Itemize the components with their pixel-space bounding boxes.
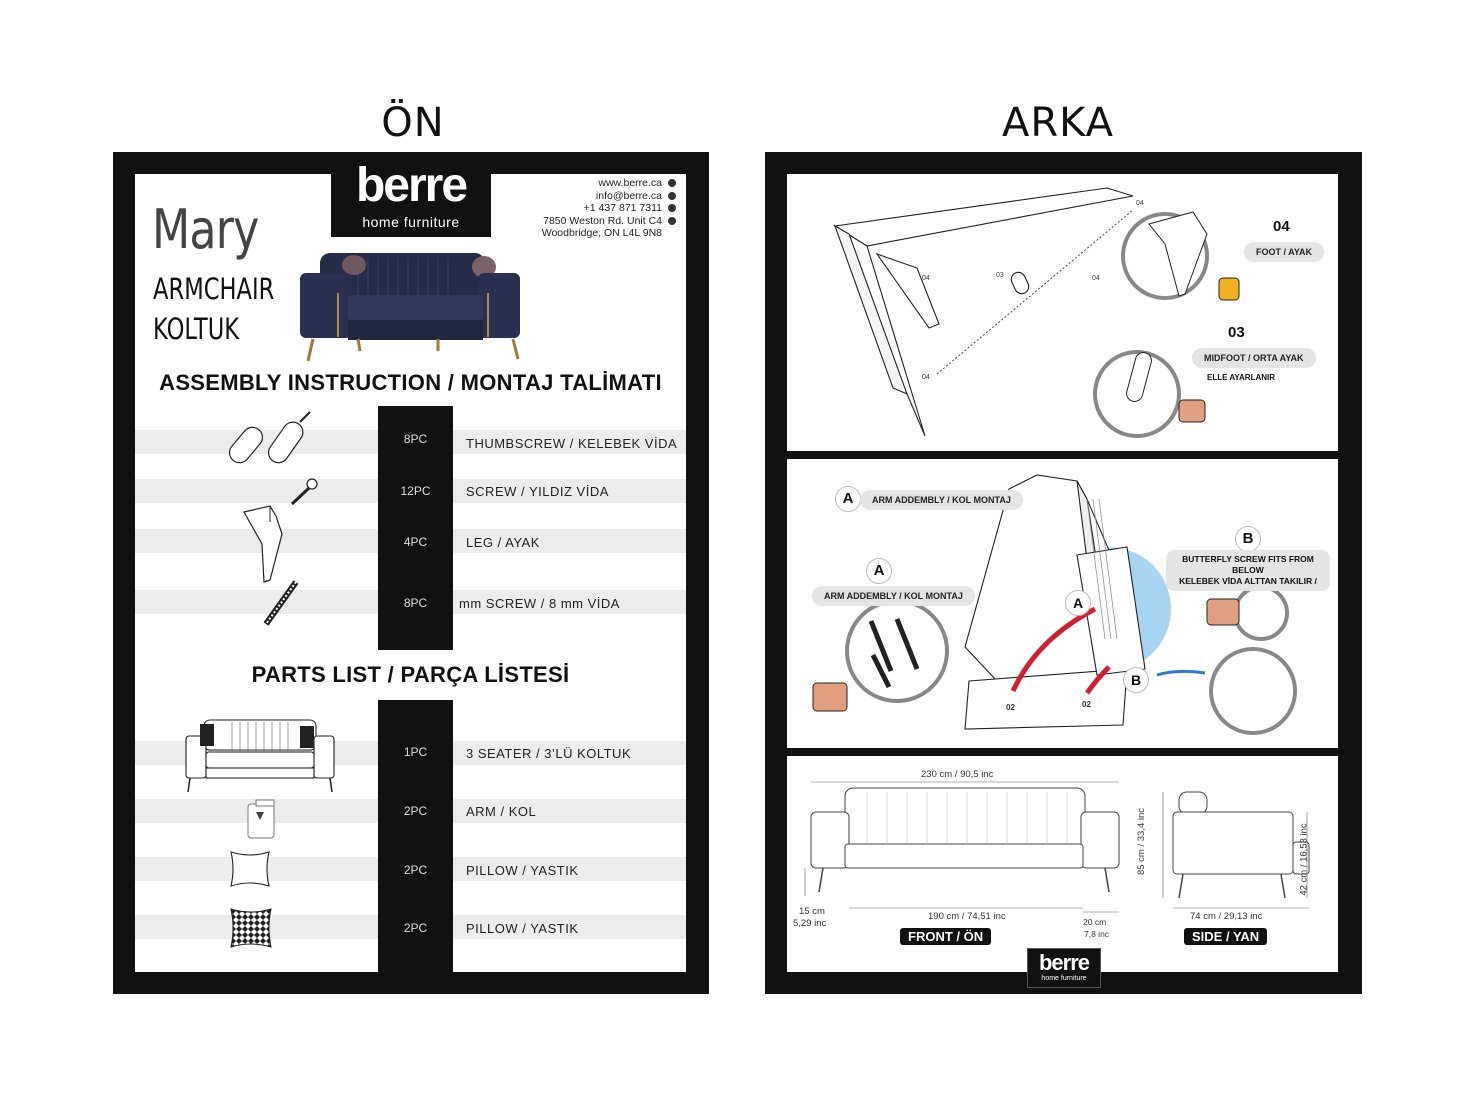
dimension-diagram [804,781,1310,968]
parts-title: PARTS LIST / PARÇA LİSTESİ [251,662,570,687]
assembly-qty: 8PC [403,596,428,610]
parts-qty: 1PC [403,745,428,759]
assembly-label: THUMBSCREW / KELEBEK VİDA [466,436,678,451]
dimension-seat-width: 190 cm / 74,51 inc [928,911,1006,922]
brand-logo-small: berre home furniture [1027,948,1101,988]
bolt-icon [263,580,299,626]
assembly-qty-column [378,406,453,650]
parts-qty: 2PC [403,863,428,877]
tag-02: 02 [1006,703,1015,712]
brand-name-small: berre [1038,950,1090,975]
dimension-depth: 74 cm / 29,13 inc [1190,911,1263,922]
front-side-title: ÖN [381,100,445,146]
contact-icons [668,179,677,225]
assembly-qty: 8PC [403,432,428,446]
butterfly-note-en: BUTTERFLY SCREW FITS FROM BELOW [1182,554,1314,575]
dimension-arm-width-cm: 20 cm [1083,917,1107,927]
brand-tagline: home furniture [362,214,460,230]
butterfly-note-tr: KELEBEK VİDA ALTTAN TAKILIR / [1179,576,1317,586]
brand-tagline-small: home furniture [1041,975,1087,982]
parts-label: 3 SEATER / 3’LÜ KOLTUK [466,746,632,761]
tag-03: 03 [996,272,1004,279]
callout-b: B [1235,526,1261,552]
arm-icon [247,799,275,839]
assembly-qty: 4PC [403,535,428,549]
contact-phone: +1 437 871 7311 [583,202,662,214]
parts-qty: 2PC [403,804,428,818]
butterfly-screw-note: BUTTERFLY SCREW FITS FROM BELOW KELEBEK … [1166,550,1330,591]
tag-02: 02 [1082,700,1091,709]
tag-04: 04 [1092,275,1100,282]
contact-block: www.berre.ca info@berre.ca +1 437 871 73… [490,177,662,240]
parts-qty-column [378,700,453,972]
parts-label: ARM / KOL [466,804,537,819]
dimension-arm-width-in: 7,8 inc [1084,929,1110,939]
pillow-icon [230,851,270,887]
location-icon [668,216,676,225]
dimension-leg-height-in: 5,29 inc [793,918,827,929]
tag-04: 04 [922,275,930,282]
screw-icon [290,478,318,506]
thumbscrew-icon [228,411,311,464]
brand-name: berre [355,159,468,212]
leg-icon [243,505,283,583]
product-name: Mary [152,198,259,261]
frame-leg-diagram [833,187,1240,438]
three-seater-sofa-icon [185,719,335,793]
midfoot-label: MIDFOOT / ORTA AYAK [1192,348,1316,368]
tag-04: 04 [922,374,930,381]
callout-b: B [1123,667,1149,693]
parts-qty: 2PC [403,921,428,935]
tag-04: 04 [1136,200,1144,207]
contact-email: info@berre.ca [595,189,662,202]
dimension-height: 85 cm / 33,4 inc [1136,807,1148,876]
assembly-label: mm SCREW / 8 mm VİDA [459,596,620,611]
arm-assembly-diagram [812,474,1297,735]
arm-assembly-label: ARM ADDEMBLY / KOL MONTAJ [812,586,975,606]
midfoot-note: ELLE AYARLANIR [1207,373,1276,382]
parts-label: PILLOW / YASTIK [466,921,579,936]
midfoot-step-number: 03 [1228,324,1245,341]
mail-icon [668,191,676,200]
phone-icon [668,204,676,212]
front-view-label: FRONT / ÖN [900,928,992,945]
assembly-title: ASSEMBLY INSTRUCTION / MONTAJ TALİMATI [159,370,662,395]
contact-address1: 7850 Weston Rd. Unit C4 [543,214,662,227]
callout-a: A [866,558,892,584]
back-side-title: ARKA [1001,100,1115,146]
foot-step-number: 04 [1273,218,1290,235]
dimension-seat-height: 42 cm / 16,53 inc [1298,823,1310,896]
dimension-total-width: 230 cm / 90,5 inc [921,769,994,780]
sofa-photo [300,253,520,362]
patterned-pillow-icon [230,908,272,948]
product-type-en: ARMCHAIR [153,272,275,306]
side-view-label: SIDE / YAN [1184,928,1268,945]
brand-logo: berre home furniture [331,152,491,237]
product-type-tr: KOLTUK [153,312,240,346]
foot-label: FOOT / AYAK [1244,242,1325,262]
assembly-label: LEG / AYAK [466,535,540,550]
arm-assembly-label: ARM ADDEMBLY / KOL MONTAJ [860,490,1023,510]
globe-icon [668,179,676,187]
callout-a: A [835,486,861,512]
dimension-leg-height-cm: 15 cm [799,906,825,917]
callout-a: A [1065,590,1091,616]
contact-address2: Woodbridge, ON L4L 9N8 [541,227,662,239]
assembly-label: SCREW / YILDIZ VİDA [466,484,609,499]
contact-web: www.berre.ca [598,177,662,189]
parts-label: PILLOW / YASTIK [466,863,579,878]
assembly-qty: 12PC [400,484,431,498]
